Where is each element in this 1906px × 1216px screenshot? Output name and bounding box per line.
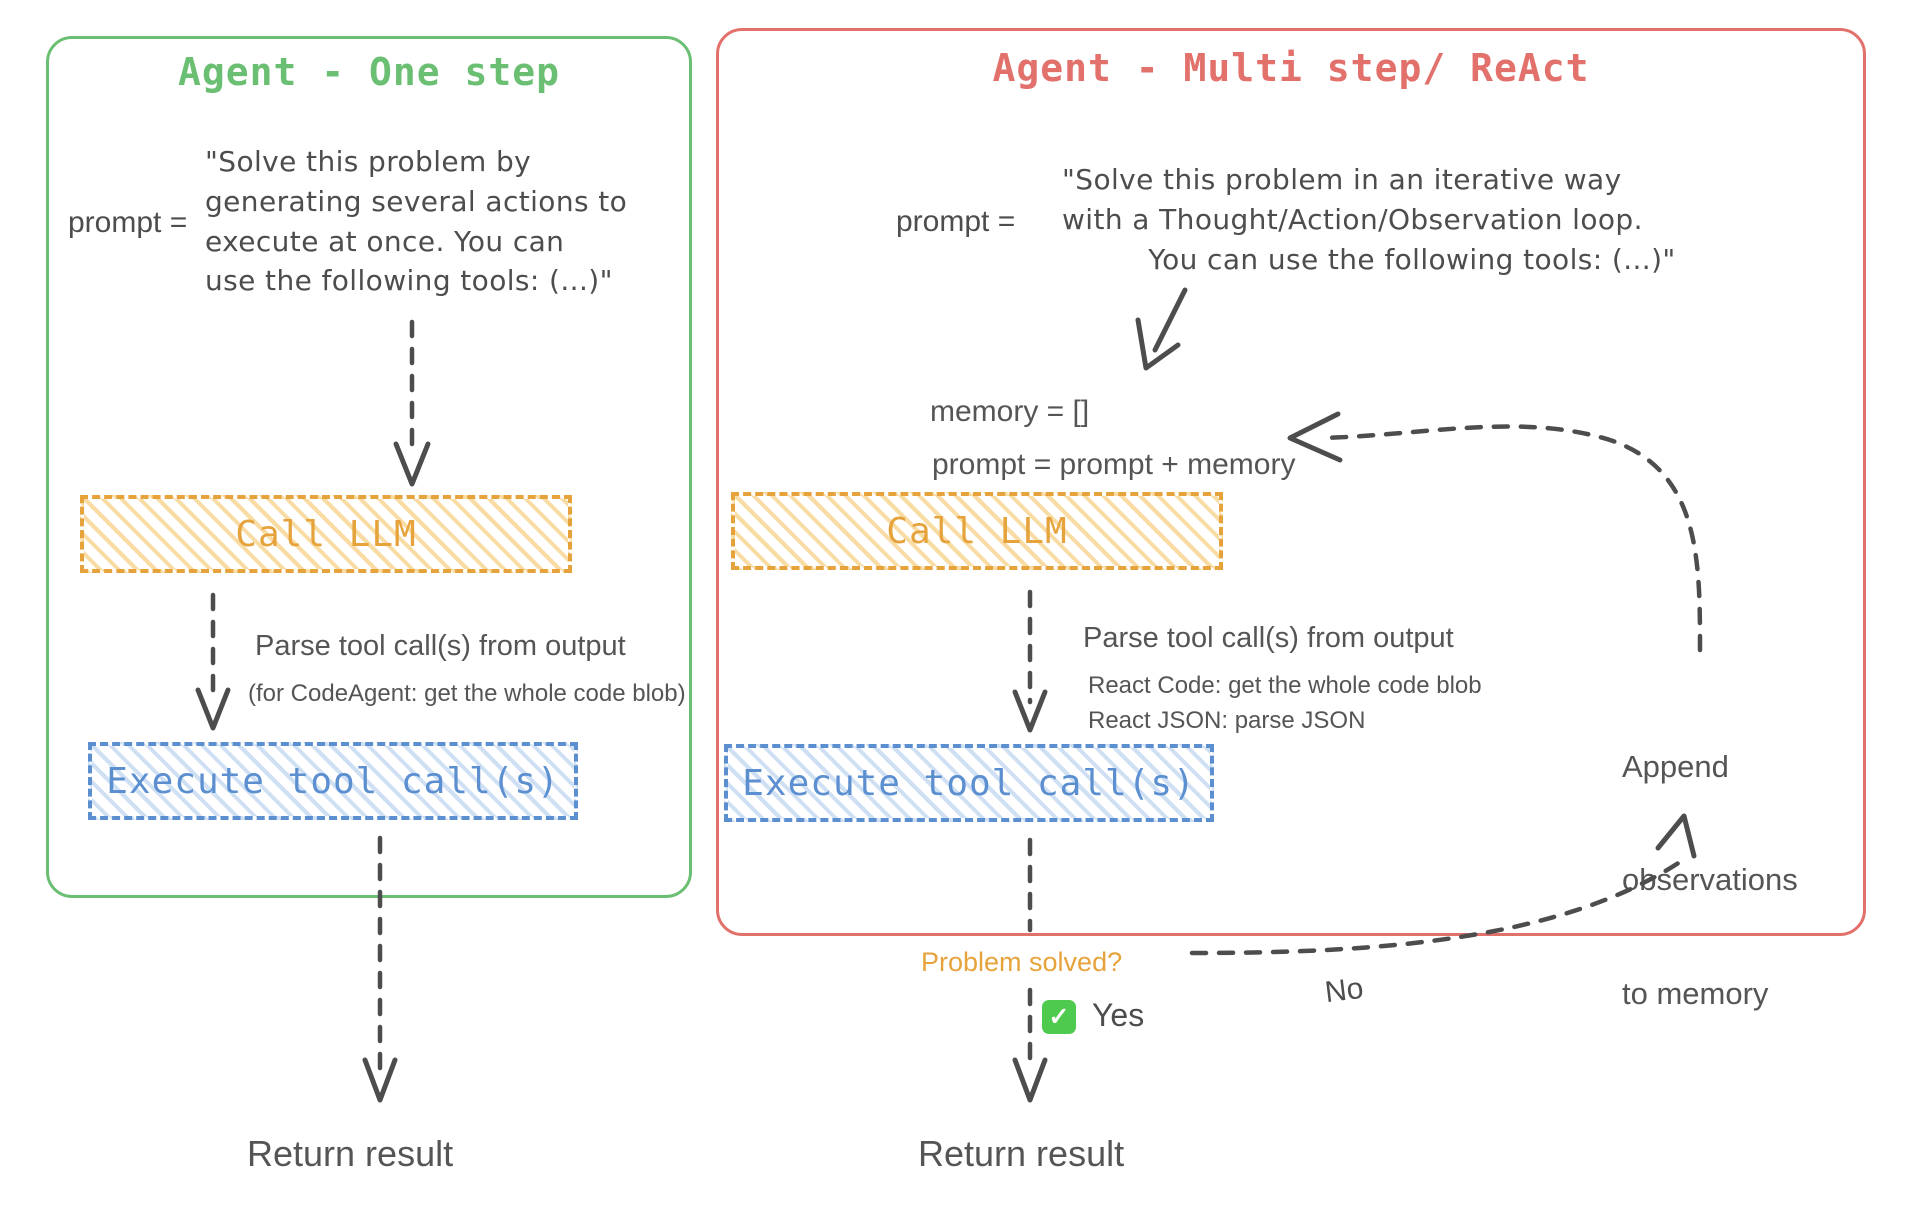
prompt-line: "Solve this problem by — [205, 145, 532, 178]
problem-solved-label: Problem solved? — [921, 947, 1123, 977]
parse-sublabel-multi-code: React Code: get the whole code blob — [1088, 672, 1482, 699]
append-observations-label: Append observations to memory — [1622, 672, 1798, 1088]
no-label: No — [1323, 971, 1366, 1010]
parse-sublabel-multi-json: React JSON: parse JSON — [1088, 707, 1366, 734]
parse-label-one: Parse tool call(s) from output — [255, 630, 626, 662]
prompt-line: "Solve this problem in an iterative way — [1062, 163, 1622, 196]
call-llm-box-multi[interactable]: Call LLM — [731, 492, 1223, 570]
append-line: Append — [1622, 748, 1729, 784]
prompt-line: execute at once. You can — [205, 224, 565, 258]
prompt-line: generating several actions to — [205, 184, 628, 218]
yes-label: Yes — [1092, 997, 1145, 1033]
panel-one-step-title: Agent - One step — [177, 50, 561, 94]
prompt-line: use the following tools: (...)" — [205, 264, 613, 298]
arrowhead-exec-to-return-one — [362, 1057, 398, 1103]
prompt-line: You can use the following tools: (...)" — [1148, 242, 1676, 276]
execute-tool-calls-box-one[interactable]: Execute tool call(s) — [88, 742, 578, 820]
prompt-concat-statement: prompt = prompt + memory — [932, 448, 1296, 481]
prompt-label-one: prompt = — [68, 206, 188, 239]
return-result-one: Return result — [247, 1133, 454, 1174]
parse-label-multi: Parse tool call(s) from output — [1083, 622, 1454, 654]
call-llm-box-one[interactable]: Call LLM — [80, 495, 572, 573]
prompt-label-multi: prompt = — [896, 205, 1016, 238]
prompt-text-multi: "Solve this problem in an iterative way … — [1062, 160, 1762, 279]
prompt-line: with a Thought/Action/Observation loop. — [1062, 202, 1643, 236]
memory-init-statement: memory = [] — [930, 395, 1090, 428]
panel-multi-step-title: Agent - Multi step/ ReAct — [992, 46, 1590, 90]
arrowhead-yes-to-return-multi — [1012, 1057, 1048, 1103]
append-line: observations — [1622, 862, 1798, 898]
parse-sublabel-one: (for CodeAgent: get the whole code blob) — [248, 680, 686, 707]
append-line: to memory — [1622, 975, 1769, 1011]
return-result-multi: Return result — [918, 1133, 1125, 1174]
execute-tool-calls-box-multi[interactable]: Execute tool call(s) — [724, 744, 1214, 822]
panel-agent-one-step — [46, 36, 692, 898]
check-mark-icon: ✓ — [1042, 1000, 1076, 1034]
prompt-text-one: "Solve this problem by generating severa… — [205, 142, 685, 301]
